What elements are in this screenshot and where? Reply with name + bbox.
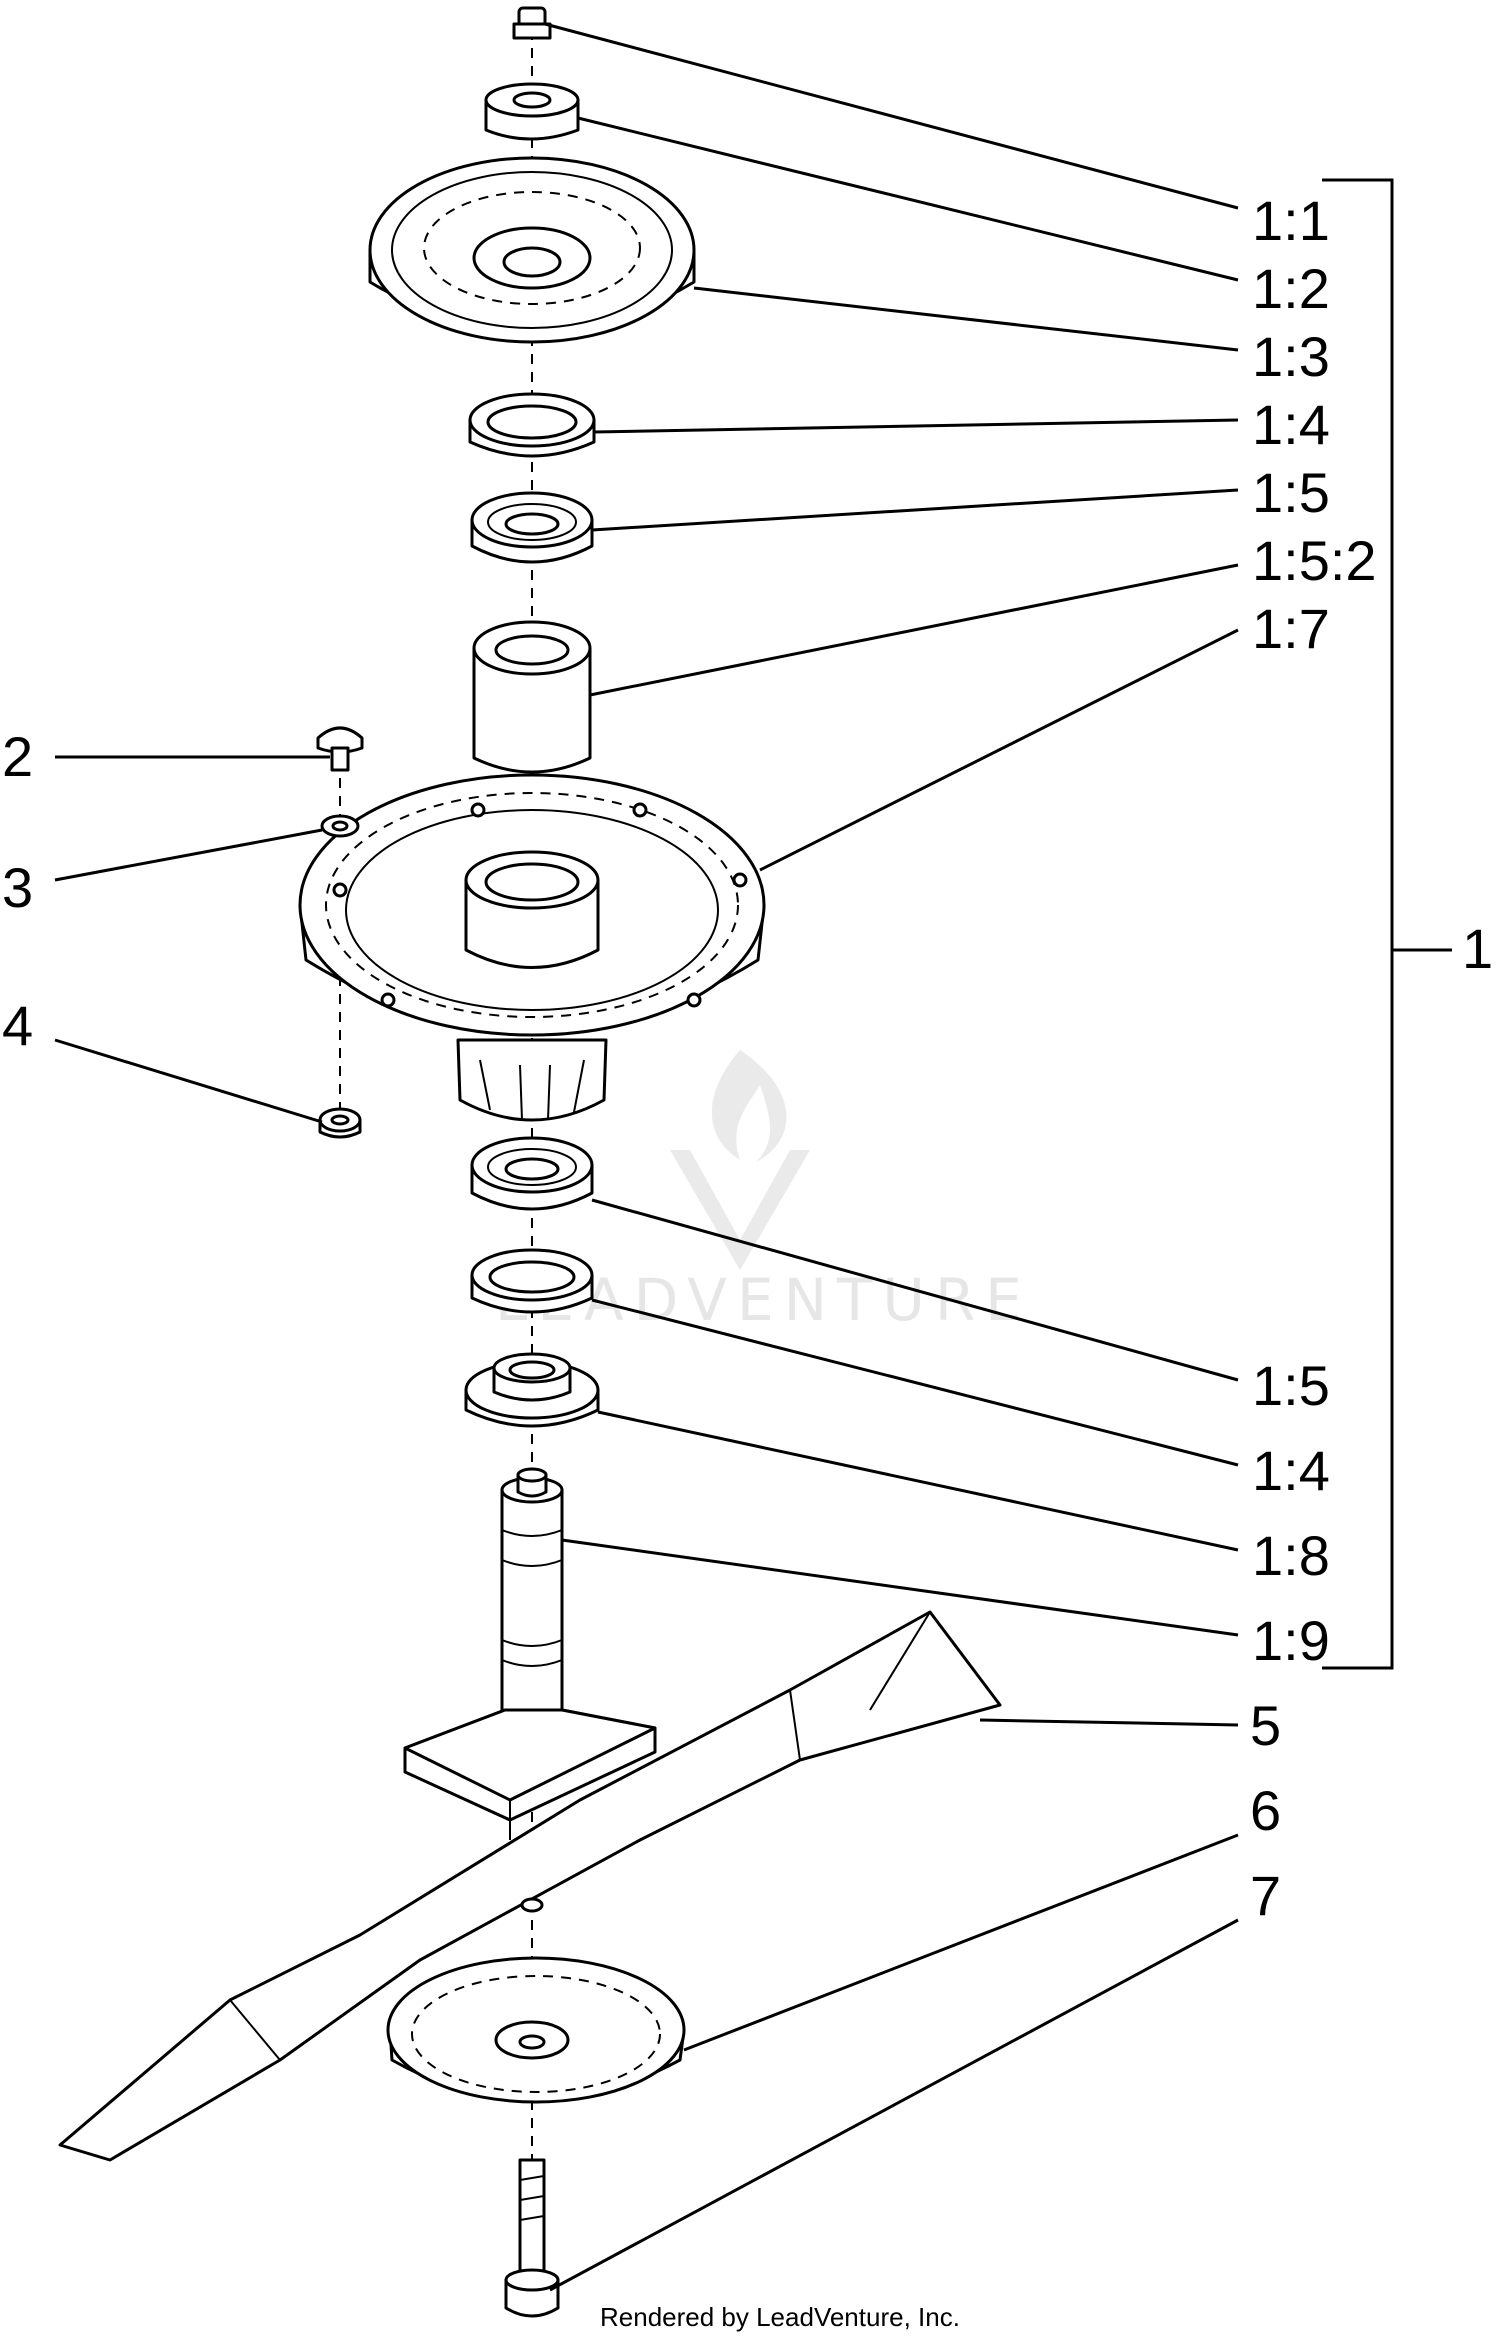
bearing-top [470,491,594,564]
seal [464,1352,600,1428]
callout-1: 1 [1462,917,1493,980]
spacer-ring-bottom [470,1248,594,1314]
flange-nut [318,1107,362,1139]
callout-2: 2 [2,725,33,788]
bearing-bottom [470,1136,594,1211]
callout-3: 3 [2,856,33,919]
callout-5: 5 [1250,1694,1281,1757]
callout-1-5-bottom: 1:5 [1252,1354,1330,1417]
callout-1-9: 1:9 [1252,1609,1330,1672]
spacer-ring-top [468,392,596,458]
callout-7: 7 [1250,1864,1281,1927]
callout-labels: 1:1 1:2 1:3 1:4 1:5 1:5:2 1:7 1:5 1:4 1:… [2,189,1493,1927]
shaft-plate [403,1708,657,1840]
spacer-tube [472,620,592,774]
spindle-nut [484,82,580,141]
callout-1-7: 1:7 [1252,597,1330,660]
callout-4: 4 [2,994,33,1057]
blade-bolt [504,2158,560,2318]
pulley [368,156,696,344]
callout-1-5-2: 1:5:2 [1252,529,1377,592]
washer [320,814,360,838]
spindle-housing [298,773,766,1122]
render-credit: Rendered by LeadVenture, Inc. [600,2302,960,2332]
callout-1-2: 1:2 [1252,257,1330,320]
callout-1-8: 1:8 [1252,1524,1330,1587]
leader-lines [54,22,1239,2292]
callout-6: 6 [1250,1779,1281,1842]
grease-fitting [512,6,552,40]
carriage-bolt [316,726,364,772]
callout-1-4-bottom: 1:4 [1252,1439,1330,1502]
callout-1-5-top: 1:5 [1252,461,1330,524]
callout-1-3: 1:3 [1252,325,1330,388]
mower-blade [58,1610,1002,2162]
assembly-bracket [1322,178,1452,1670]
anti-scalp-cup [386,1956,686,2104]
callout-1-4-top: 1:4 [1252,393,1330,456]
callout-1-1: 1:1 [1252,189,1330,252]
spindle-shaft [500,1467,564,1745]
